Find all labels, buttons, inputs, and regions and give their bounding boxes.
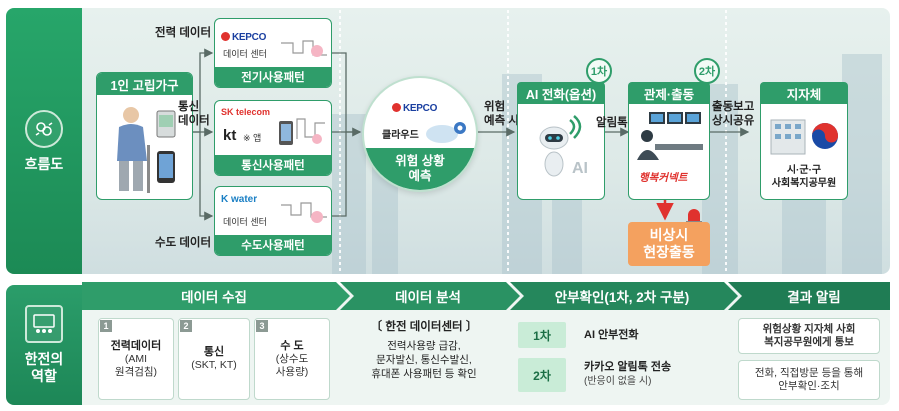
elderly-person-icon	[117, 107, 176, 193]
ai-call-card: AI	[517, 103, 605, 200]
meeting-icon	[25, 305, 63, 343]
app-note: ※ 앱	[243, 133, 262, 143]
power-data-label: 전력 데이터	[155, 27, 212, 39]
stage-data-collection: 데이터 수집	[181, 290, 247, 305]
kt-logo: kt	[223, 127, 237, 144]
result-notify-box: 위험상황 지자체 사회 복지공무원에게 통보	[738, 318, 880, 354]
government-building-icon	[770, 119, 838, 155]
first-step-badge: 1차	[586, 58, 612, 84]
telecom-data-label: 통신 데이터	[178, 101, 210, 127]
flow-tab-label: 흐름도	[24, 155, 64, 172]
check-step-1-chip: 1차	[518, 322, 566, 348]
water-graph-icon	[281, 202, 327, 223]
power-data-center-caption: 데이터 센터	[223, 49, 267, 59]
emergency-dispatch-box: 비상시 현장출동	[628, 222, 710, 266]
check-step-2-chip: 2차	[518, 358, 566, 392]
water-usage-card: K water 데이터 센터 수도사용패턴	[214, 186, 332, 256]
analysis-block: 〔 한전 데이터센터 〕 전력사용량 급감, 문자발신, 통신수발신, 휴대폰 …	[344, 318, 504, 400]
role-tab: 한전의 역할	[6, 285, 82, 405]
power-usage-card: KEPCO 데이터 센터 전기사용패턴	[214, 18, 332, 88]
local-gov-title: 지자체	[760, 82, 848, 104]
phone-graph-icon	[279, 118, 325, 145]
stage-result-notice: 결과 알림	[787, 290, 841, 305]
household-title: 1인 고립가구	[97, 73, 192, 95]
analysis-text: 전력사용량 급감, 문자발신, 통신수발신, 휴대폰 사용패턴 등 확인	[371, 340, 477, 380]
ai-robot-icon	[539, 115, 582, 177]
local-gov-card: 시·군·구 사회복지공무원	[760, 103, 848, 200]
alimtalk-label: 알림톡	[596, 117, 628, 129]
power-usage-footer: 전기사용패턴	[215, 67, 331, 87]
flow-cycle-icon	[25, 109, 63, 148]
collect-number-3: 3	[256, 320, 268, 332]
ai-text: AI	[572, 160, 588, 177]
role-tab-label: 한전의 역할	[24, 351, 64, 384]
check-step-1-text: AI 안부전화	[584, 329, 639, 341]
second-step-badge: 2차	[694, 58, 720, 84]
risk-prediction-label: 위험 상황 예측	[364, 148, 476, 190]
stage-chevron-bar	[82, 282, 890, 310]
kwater-logo: K water	[221, 194, 258, 205]
sk-telecom-logo: SK telecom	[221, 107, 271, 117]
column-separators	[0, 0, 899, 280]
telecom-usage-footer: 통신사용패턴	[215, 155, 331, 175]
cloud-label: 클라우드	[382, 130, 419, 141]
collect-number-1: 1	[100, 320, 112, 332]
ai-call-title: AI 전화(옵션)	[517, 82, 605, 104]
water-usage-footer: 수도사용패턴	[215, 235, 331, 255]
cloud-gear-icon	[426, 122, 466, 143]
flow-connectors	[193, 48, 750, 221]
kepco-logo: KEPCO	[221, 27, 266, 45]
control-dispatch-card: 행복커넥트	[628, 103, 710, 200]
local-gov-caption: 시·군·구 사회복지공무원	[771, 165, 837, 189]
usage-graph-icon	[281, 40, 327, 57]
happy-connect-brand: 행복커넥트	[639, 172, 688, 184]
household-card: 1인 고립가구	[96, 72, 193, 200]
stage-data-analysis: 데이터 분석	[395, 290, 461, 305]
stage-safety-check: 안부확인(1차, 2차 구분)	[554, 290, 690, 305]
telecom-usage-card: SK telecom kt ※ 앱 통신사용패턴	[214, 100, 332, 176]
control-room-icon	[637, 112, 703, 160]
water-data-label: 수도 데이터	[155, 237, 212, 249]
control-dispatch-title: 관제·출동	[628, 82, 710, 104]
result-action-box: 전화, 직접방문 등을 통해 안부확인·조치	[738, 360, 880, 400]
check-step-2-sub: (반응이 없을 시)	[584, 376, 652, 387]
analysis-title: 〔 한전 데이터센터 〕	[370, 321, 478, 333]
cloud-kepco-logo: KEPCO	[392, 98, 437, 116]
cloud-prediction-circle: KEPCO 클라우드 위험 상황 예측	[362, 76, 478, 192]
report-share-label: 출동보고 상시공유	[712, 101, 755, 127]
check-step-2-text: 카카오 알림톡 전송	[584, 361, 672, 373]
flow-tab: 흐름도	[6, 8, 82, 274]
risk-time-label: 위험 예측 시	[484, 101, 519, 127]
water-data-center-caption: 데이터 센터	[223, 217, 267, 227]
collect-number-2: 2	[180, 320, 192, 332]
